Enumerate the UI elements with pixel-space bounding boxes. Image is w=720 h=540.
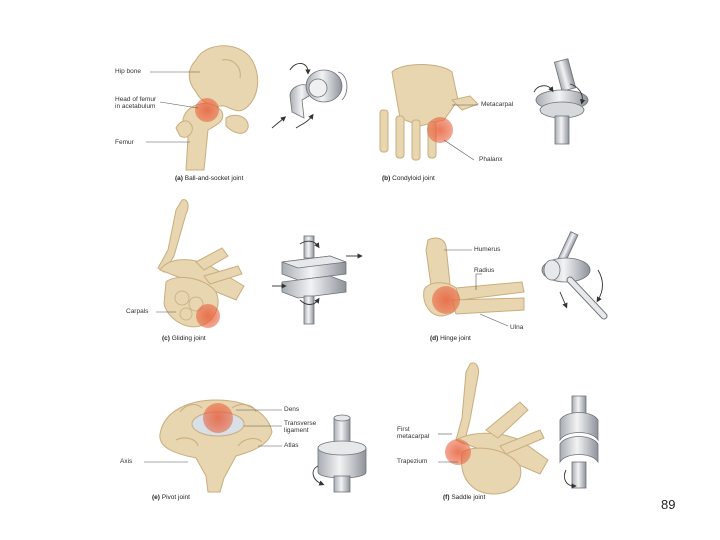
atlas-axis-pivot-illustration: [160, 400, 272, 492]
hinge-model: [542, 232, 604, 316]
caption-d: (d) Hinge joint: [430, 335, 471, 342]
caption-d-letter: (d): [430, 335, 438, 342]
label-metacarpal: Metacarpal: [481, 101, 513, 108]
label-trapezium: Trapezium: [397, 458, 427, 465]
caption-f: (f) Saddle joint: [443, 494, 485, 501]
hand-condyloid-illustration: [380, 65, 478, 161]
label-axis: Axis: [120, 458, 132, 465]
saddle-joint-highlight: [445, 439, 471, 465]
wrist-gliding-illustration: [158, 200, 244, 328]
caption-f-letter: (f): [443, 494, 450, 501]
label-radius: Radius: [474, 267, 494, 274]
thumb-saddle-illustration: [445, 363, 548, 494]
caption-c-letter: (c): [162, 335, 170, 342]
label-head-of-femur-line2: in acetabulum: [115, 103, 155, 110]
label-first-metacarpal-line1: First: [397, 426, 410, 433]
caption-c: (c) Gliding joint: [162, 335, 206, 342]
hip-joint-highlight: [195, 98, 219, 122]
condyloid-model: [534, 59, 588, 144]
ulna-bone: [452, 298, 524, 314]
hinge-joint-highlight: [432, 286, 460, 314]
caption-b-text: Condyloid joint: [392, 175, 435, 182]
label-transverse-line1: Transverse: [284, 420, 316, 427]
gliding-joint-highlight: [196, 304, 220, 328]
caption-a: (a) Ball-and-socket joint: [175, 175, 243, 182]
radius-bone: [456, 282, 524, 300]
label-atlas: Atlas: [284, 442, 298, 449]
label-phalanx: Phalanx: [479, 156, 503, 163]
caption-e: (e) Pivot joint: [152, 494, 190, 501]
caption-e-text: Pivot joint: [162, 494, 190, 501]
label-first-metacarpal-line2: metacarpal: [397, 433, 429, 440]
caption-a-letter: (a): [175, 175, 183, 182]
condyloid-joint-highlight: [427, 117, 453, 143]
pivot-joint-highlight: [203, 403, 233, 433]
caption-a-text: Ball-and-socket joint: [185, 175, 244, 182]
label-femur: Femur: [115, 139, 134, 146]
caption-b: (b) Condyloid joint: [382, 175, 435, 182]
label-hip-bone: Hip bone: [115, 68, 141, 75]
label-humerus: Humerus: [474, 246, 500, 253]
caption-b-letter: (b): [382, 175, 390, 182]
label-transverse-line2: ligament: [284, 427, 309, 434]
saddle-model: [560, 396, 598, 488]
hip-joint-illustration: [176, 46, 258, 170]
page-number: 89: [661, 497, 675, 512]
ball-socket-model: [272, 63, 347, 128]
label-carpals: Carpals: [126, 308, 148, 315]
label-ulna: Ulna: [510, 324, 523, 331]
gliding-model: [272, 236, 360, 324]
caption-f-text: Saddle joint: [451, 494, 485, 501]
pivot-model: [313, 415, 366, 492]
caption-e-letter: (e): [152, 494, 160, 501]
label-dens: Dens: [284, 406, 299, 413]
caption-c-text: Gliding joint: [172, 335, 206, 342]
label-head-of-femur-line1: Head of femur: [115, 96, 156, 103]
caption-d-text: Hinge joint: [440, 335, 471, 342]
